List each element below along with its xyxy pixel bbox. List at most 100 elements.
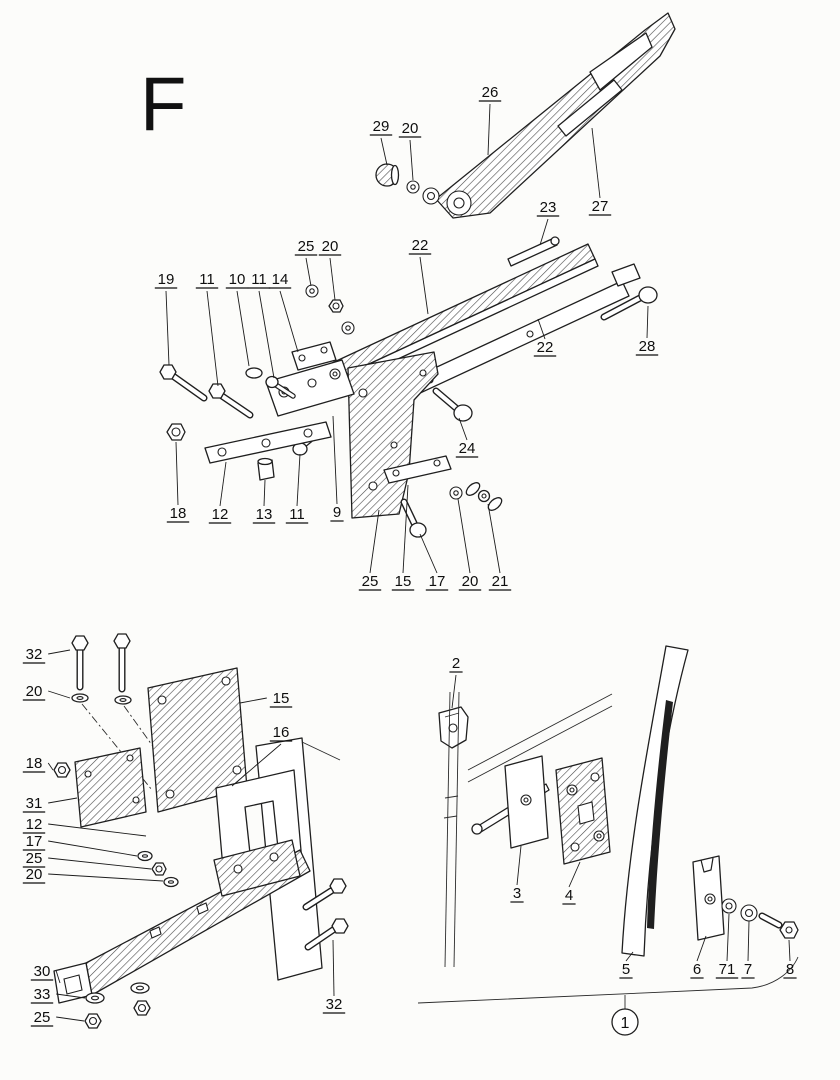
leader-line-21: [487, 503, 501, 574]
part-label-20: 20: [26, 683, 43, 700]
part-label-71: 71: [719, 961, 736, 978]
assembly-group-badge: 1: [611, 1008, 639, 1036]
part-label-27: 27: [592, 198, 609, 215]
part-label-15: 15: [395, 573, 412, 590]
part-11-bolt-b: [265, 375, 296, 399]
leader-line-24: [458, 417, 468, 441]
part-3-plate: [504, 755, 549, 849]
part-label-22: 22: [412, 237, 429, 254]
part-label-8: 8: [786, 961, 794, 978]
leader-line-17: [48, 840, 138, 857]
part-label-23: 23: [540, 199, 557, 216]
leader-line-29: [380, 137, 388, 166]
leader-line-20: [48, 690, 71, 699]
frame-edge: [443, 691, 613, 968]
part-25-washer-mid: [305, 284, 355, 335]
part-label-33: 33: [34, 986, 51, 1003]
leader-line-13: [263, 479, 266, 507]
part-32-bolt-d: [304, 918, 349, 951]
part-9-mount-plate: [347, 351, 439, 519]
leader-line-22: [419, 256, 429, 315]
tube-bracket: [213, 839, 301, 897]
part-label-28: 28: [639, 338, 656, 355]
part-5-blade: [621, 645, 689, 957]
lower-left-assembly: [53, 633, 349, 1029]
part-label-25: 25: [362, 573, 379, 590]
part-14-plate: [291, 341, 337, 371]
part-27-support-arm: [435, 12, 676, 219]
leader-line-25: [56, 1016, 85, 1022]
part-label-13: 13: [256, 506, 273, 523]
part-label-7: 7: [744, 961, 752, 978]
part-label-12: 12: [26, 816, 43, 833]
leader-line-4: [568, 861, 581, 888]
leader-line-14: [279, 290, 299, 353]
part-label-20: 20: [462, 573, 479, 590]
leader-line-15: [402, 484, 409, 574]
part-24-bolt: [432, 387, 473, 422]
part-17-washer-trio: [137, 850, 179, 888]
part-71-washer: [721, 898, 737, 914]
part-label-17: 17: [429, 573, 446, 590]
part-label-11: 11: [289, 506, 305, 523]
leader-line-15: [239, 697, 267, 704]
part-label-29: 29: [373, 118, 390, 135]
part-22-rail-upper: [331, 243, 599, 386]
part-label-16: 16: [273, 724, 290, 741]
leader-line-7: [747, 920, 750, 962]
leader-line-11: [258, 290, 275, 379]
leader-line-25: [369, 509, 380, 574]
leader-line-71: [726, 913, 730, 962]
part-15-plate-upper: [383, 455, 452, 484]
leader-line-31: [48, 797, 78, 804]
part-label-9: 9: [333, 504, 341, 521]
part-17-bolt: [400, 498, 427, 538]
leader-line-12: [48, 823, 147, 837]
leader-line-16: [231, 743, 282, 787]
leader-line-6: [696, 935, 707, 962]
upper-assembly: [159, 12, 676, 538]
leader-line-18: [47, 762, 54, 771]
leader-line-23: [539, 218, 549, 246]
leader-line-18: [175, 441, 179, 506]
leader-line-20: [329, 257, 336, 301]
leader-line-9: [332, 415, 338, 505]
leader-line-10: [236, 290, 250, 367]
part-21-wing-nut: [465, 482, 503, 511]
part-7-washer: [740, 904, 758, 922]
part-12-bar: [204, 421, 332, 464]
part-33-washer-stack: [84, 982, 151, 1029]
part-2-clip: [438, 706, 469, 749]
part-11-bolt-a: [208, 383, 254, 419]
leader-line-5: [625, 951, 634, 962]
part-label-11: 11: [251, 271, 267, 288]
part-label-32: 32: [26, 646, 43, 663]
part-label-14: 14: [272, 271, 289, 288]
part-label-25: 25: [26, 850, 43, 867]
leader-line-20: [409, 139, 414, 181]
leader-line-8: [788, 939, 791, 962]
part-label-26: 26: [482, 84, 499, 101]
part-label-4: 4: [565, 887, 573, 904]
leader-line-32: [48, 649, 71, 655]
part-label-21: 21: [492, 573, 509, 590]
part-18-nut: [166, 423, 186, 441]
part-label-5: 5: [622, 961, 630, 978]
part-19-bolt: [159, 364, 208, 402]
part-29-knob: [375, 163, 400, 187]
badge-number: 1: [621, 1015, 630, 1032]
part-28-bolt: [600, 286, 658, 321]
leader-line-25: [48, 857, 152, 870]
part-label-6: 6: [693, 961, 701, 978]
part-32-bolt-c: [302, 878, 347, 911]
leader-line-28: [646, 305, 649, 339]
part-32-bolt-a: [71, 635, 89, 703]
part-23-pin: [507, 236, 560, 267]
badge-circle: [611, 1008, 639, 1036]
leader-line-25: [305, 257, 312, 287]
part-label-3: 3: [513, 885, 521, 902]
part-20-washer-b: [449, 486, 463, 500]
